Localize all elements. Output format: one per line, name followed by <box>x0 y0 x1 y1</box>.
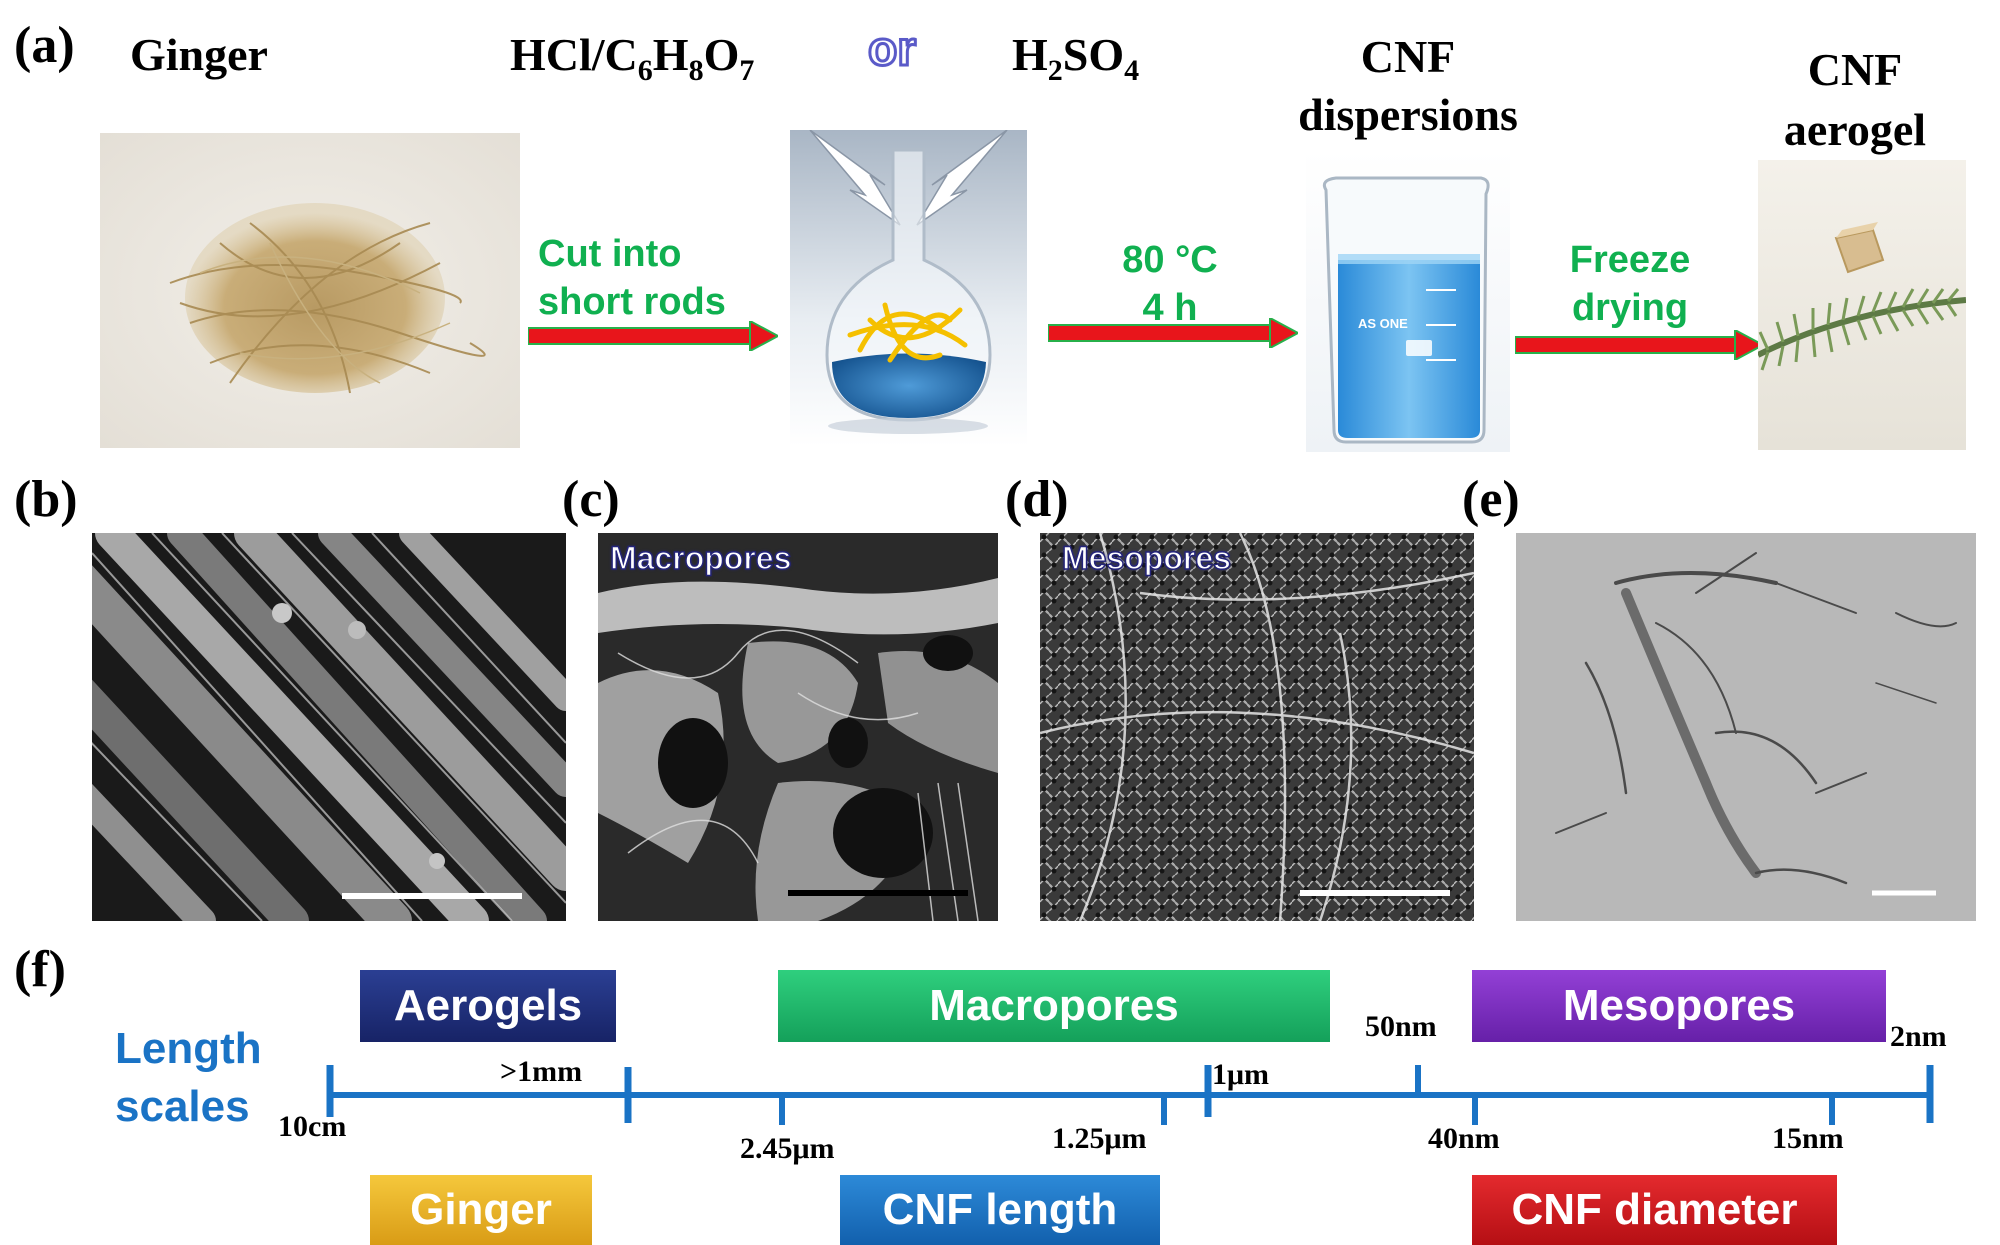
cnf-length-box: CNF length <box>840 1175 1160 1245</box>
tick-label-15nm: 15nm <box>1772 1122 1844 1155</box>
process-arrow-1 <box>528 321 778 351</box>
cnf-dispersions-line2: dispersions <box>1298 89 1518 140</box>
acid2-base: H <box>1012 29 1048 80</box>
acid1-mid1: H <box>652 29 689 80</box>
acid1-sub2: 8 <box>688 54 704 88</box>
cnf-aerogel-line2: aerogel <box>1783 104 1927 155</box>
mesopores-tag: Mesopores <box>1061 539 1231 576</box>
acid1-sub1: 6 <box>637 54 653 88</box>
tick-label-1mm: >1mm <box>500 1055 583 1088</box>
flask-illustration <box>790 130 1027 446</box>
sem-image-macropores <box>598 533 998 921</box>
panel-a-label: (a) <box>14 17 75 74</box>
step-freeze-label: Freeze drying <box>1540 236 1720 332</box>
length-scales-title: Length scales <box>115 1020 262 1136</box>
step-heat-line1: 80 °C <box>1122 239 1218 281</box>
ginger-photo <box>100 133 520 448</box>
acid2-sub1: 2 <box>1047 54 1063 88</box>
acid-formula-hcl-citric: HCl/C6H8O7 <box>510 28 754 88</box>
tick-label-50nm: 50nm <box>1365 1010 1437 1043</box>
ginger-title: Ginger <box>130 29 268 80</box>
step-heat-line2: 4 h <box>1142 287 1198 329</box>
panel-c-label: (c) <box>562 471 620 528</box>
acid1-sub3: 7 <box>739 54 755 88</box>
sem-image-ginger-fibers <box>92 533 566 921</box>
aerogel-photo <box>1758 160 1966 450</box>
acid-formula-sulfuric: H2SO4 <box>1012 28 1139 88</box>
process-arrow-2 <box>1048 318 1298 348</box>
length-scales-line2: scales <box>115 1082 250 1131</box>
panel-f-label: (f) <box>14 941 66 998</box>
cnf-diameter-box: CNF diameter <box>1472 1175 1837 1245</box>
process-arrow-3 <box>1515 330 1763 360</box>
step-freeze-line1: Freeze <box>1569 239 1691 281</box>
step-cut-label: Cut into short rods <box>538 230 778 326</box>
cnf-dispersions-line1: CNF <box>1360 31 1456 82</box>
tick-label-10cm: 10cm <box>278 1110 347 1143</box>
cnf-aerogel-line1: CNF <box>1807 44 1903 95</box>
tick-label-2nm: 2nm <box>1890 1020 1947 1053</box>
length-scale-axis <box>326 1065 1934 1125</box>
acid1-mid2: O <box>703 29 740 80</box>
acid1-base: HCl/C <box>510 29 638 80</box>
length-scales-line1: Length <box>115 1024 262 1073</box>
tick-label-245um: 2.45μm <box>740 1132 835 1165</box>
panel-b-label: (b) <box>14 471 78 528</box>
tick-label-40nm: 40nm <box>1428 1122 1500 1155</box>
step-freeze-line2: drying <box>1571 287 1689 329</box>
step-cut-line2: short rods <box>538 281 726 323</box>
step-heat-label: 80 °C 4 h <box>1080 236 1260 332</box>
macropores-box: Macropores <box>778 970 1330 1042</box>
tick-label-1um: 1μm <box>1212 1058 1269 1091</box>
beaker-brand-text: AS ONE <box>1358 316 1408 331</box>
beaker-photo: AS ONE <box>1306 150 1510 452</box>
panel-d-label: (d) <box>1005 471 1069 528</box>
cnf-aerogel-title: CNF aerogel <box>1755 40 1955 160</box>
or-word: or <box>867 22 918 78</box>
mesopores-box: Mesopores <box>1472 970 1886 1042</box>
tem-image-cnf <box>1516 533 1976 921</box>
sem-image-mesopores <box>1040 533 1474 921</box>
cnf-dispersions-title: CNF dispersions <box>1268 28 1548 144</box>
panel-e-label: (e) <box>1462 471 1520 528</box>
step-cut-line1: Cut into <box>538 233 682 275</box>
tick-label-125um: 1.25μm <box>1052 1122 1147 1155</box>
macropores-tag: Macropores <box>609 539 792 576</box>
acid2-sub2: 4 <box>1124 54 1140 88</box>
aerogels-box: Aerogels <box>360 970 616 1042</box>
acid2-mid: SO <box>1062 29 1125 80</box>
ginger-box: Ginger <box>370 1175 592 1245</box>
